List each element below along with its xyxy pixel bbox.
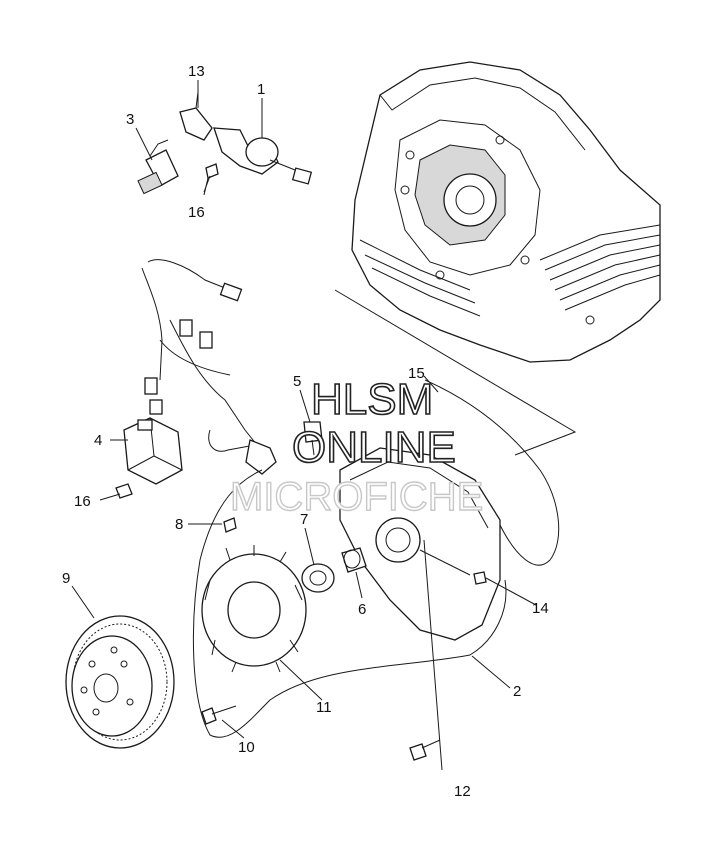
callout-12: 12 [454, 783, 471, 800]
callout-8: 8 [175, 516, 183, 533]
oil-seal-7 [301, 563, 335, 593]
callout-13: 13 [188, 63, 205, 80]
bolt-16-left [99, 483, 133, 501]
callout-6: 6 [358, 601, 366, 618]
callout-15: 15 [408, 365, 425, 382]
spark-plug [137, 139, 179, 195]
callout-3: 3 [126, 111, 134, 128]
bolt-16-top [203, 163, 219, 193]
watermark-line-1: HLSM [311, 375, 433, 424]
plug-cap-13 [179, 91, 213, 141]
stator-11 [201, 545, 307, 673]
watermark: HLSM ONLINE MICROFICHE [229, 374, 484, 520]
stator-cover-2 [339, 447, 501, 641]
callout-7: 7 [300, 511, 308, 528]
callout-labels: 1 2 3 4 5 6 7 8 9 10 11 12 13 14 15 16 1… [62, 63, 549, 800]
gasket-15 [424, 379, 560, 566]
callout-4: 4 [94, 432, 102, 449]
watermark-line-2: ONLINE [292, 423, 456, 472]
callout-1: 1 [257, 81, 265, 98]
callout-16-top: 16 [188, 204, 205, 221]
callout-16-left: 16 [74, 493, 91, 510]
callout-9: 9 [62, 570, 70, 587]
bolt-10 [201, 705, 237, 725]
bolt-14 [473, 571, 487, 585]
ignition-coil-1 [213, 127, 313, 185]
flywheel-9 [65, 615, 175, 749]
callout-10: 10 [238, 739, 255, 756]
wiring-harness [141, 259, 277, 475]
pickup-wire [192, 469, 507, 738]
bushing-6 [341, 547, 367, 573]
watermark-line-3: MICROFICHE [230, 475, 483, 519]
engine-crankcase [334, 61, 661, 456]
leader-lines [71, 80, 537, 771]
callout-5: 5 [293, 373, 301, 390]
callout-11: 11 [316, 699, 332, 716]
bolt-8 [223, 517, 237, 533]
callout-2: 2 [513, 683, 521, 700]
bolt-12 [409, 739, 441, 761]
bolt-5 [303, 421, 323, 456]
cdi-unit-4 [123, 417, 183, 485]
callout-14: 14 [532, 600, 549, 617]
